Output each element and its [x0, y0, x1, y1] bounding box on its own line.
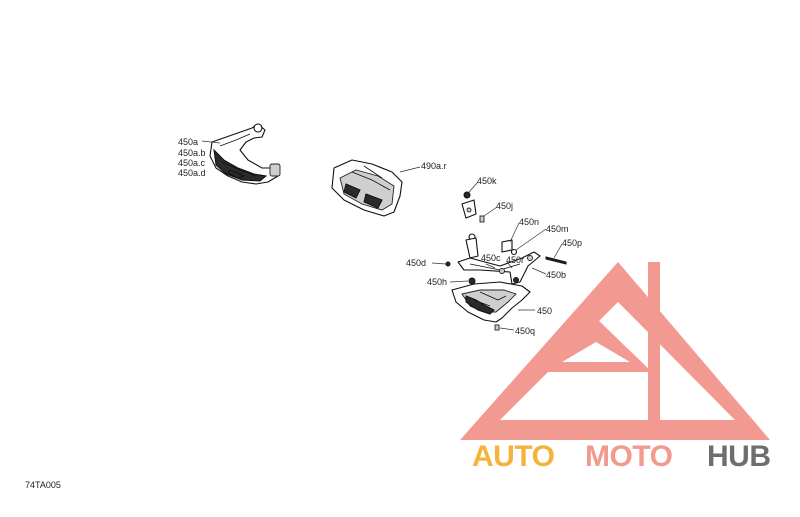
label-450: 450	[537, 306, 552, 316]
label-450k: 450k	[477, 176, 497, 186]
watermark-logo-icon	[460, 262, 770, 440]
part-labels: 450a 450a.b 450a.c 450a.d 490a.r 450k 45…	[178, 137, 582, 336]
label-450a-c: 450a.c	[178, 158, 206, 168]
label-450b: 450b	[546, 270, 566, 280]
watermark-hub: HUB	[707, 440, 771, 473]
handguard-assembly-illustration	[209, 123, 281, 185]
watermark-auto: AUTO	[472, 440, 555, 473]
label-450a-d: 450a.d	[178, 168, 206, 178]
label-450p: 450p	[562, 238, 582, 248]
main-handguard-illustration	[451, 281, 531, 323]
leader-lines	[201, 140, 563, 331]
label-450r: 450r	[506, 255, 524, 265]
watermark-text: AUTO MOTO HUB	[472, 440, 771, 473]
watermark-moto: MOTO	[585, 440, 673, 473]
label-450m: 450m	[546, 224, 569, 234]
label-450c: 450c	[481, 253, 501, 263]
diagram-reference-code: 74TA005	[25, 480, 61, 490]
label-450q: 450q	[515, 326, 535, 336]
bracket-illustration	[457, 237, 541, 285]
handguard-shell-illustration	[331, 159, 403, 217]
label-450a: 450a	[178, 137, 198, 147]
label-490a-r: 490a.r	[421, 161, 447, 171]
label-450n: 450n	[519, 217, 539, 227]
hardware-illustration	[445, 191, 567, 331]
label-450d: 450d	[406, 258, 426, 268]
label-450a-b: 450a.b	[178, 148, 206, 158]
label-450h: 450h	[427, 277, 447, 287]
label-450j: 450j	[496, 201, 513, 211]
